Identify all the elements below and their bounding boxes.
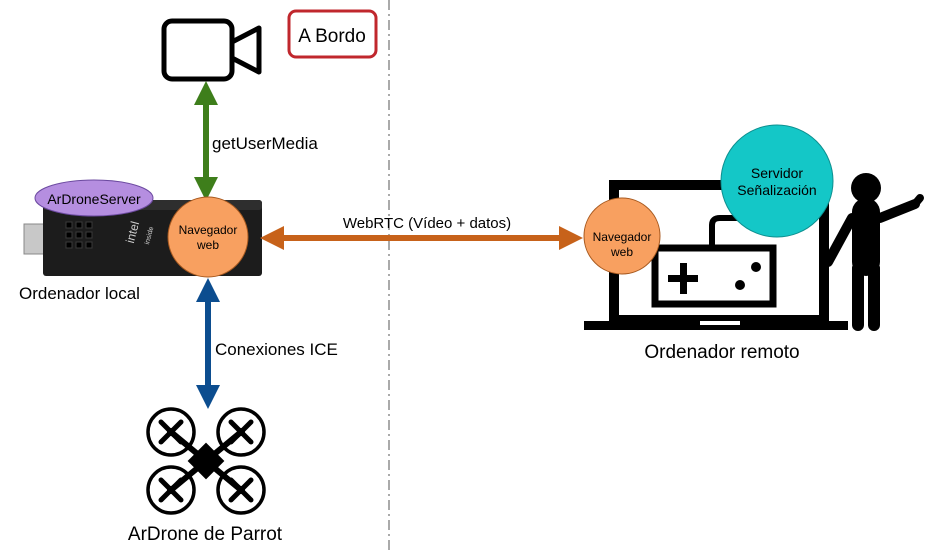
signaling-server-node: Servidor Señalización bbox=[720, 124, 834, 238]
person-pointing-icon bbox=[823, 173, 924, 331]
remote-computer-label: Ordenador remoto bbox=[644, 342, 799, 363]
local-browser-label-2: web bbox=[196, 238, 219, 252]
local-browser-node: Navegador web bbox=[167, 196, 249, 278]
quadcopter-drone-icon bbox=[146, 407, 266, 515]
local-browser-label-1: Navegador bbox=[179, 223, 238, 237]
video-camera-icon bbox=[161, 18, 262, 82]
local-computer-label: Ordenador local bbox=[19, 284, 140, 303]
signaling-server-label-1: Servidor bbox=[751, 165, 803, 181]
getusermedia-label: getUserMedia bbox=[212, 134, 318, 153]
ardroneserver-node: ArDroneServer bbox=[34, 179, 154, 217]
drone-label: ArDrone de Parrot bbox=[128, 524, 283, 545]
ice-connections-label: Conexiones ICE bbox=[215, 340, 338, 359]
signaling-server-label-2: Señalización bbox=[737, 182, 816, 198]
ardroneserver-label: ArDroneServer bbox=[47, 191, 141, 207]
remote-browser-label-1: Navegador bbox=[593, 230, 652, 244]
intel-brand: intel bbox=[123, 220, 142, 245]
remote-browser-node: Navegador web bbox=[583, 197, 661, 275]
remote-browser-label-2: web bbox=[610, 245, 633, 259]
onboard-badge: A Bordo bbox=[287, 9, 378, 59]
intel-inside-text: inside bbox=[144, 226, 156, 246]
webrtc-label: WebRTC (Vídeo + datos) bbox=[343, 215, 511, 232]
onboard-badge-label: A Bordo bbox=[298, 26, 366, 47]
gamepad-icon bbox=[651, 215, 777, 308]
